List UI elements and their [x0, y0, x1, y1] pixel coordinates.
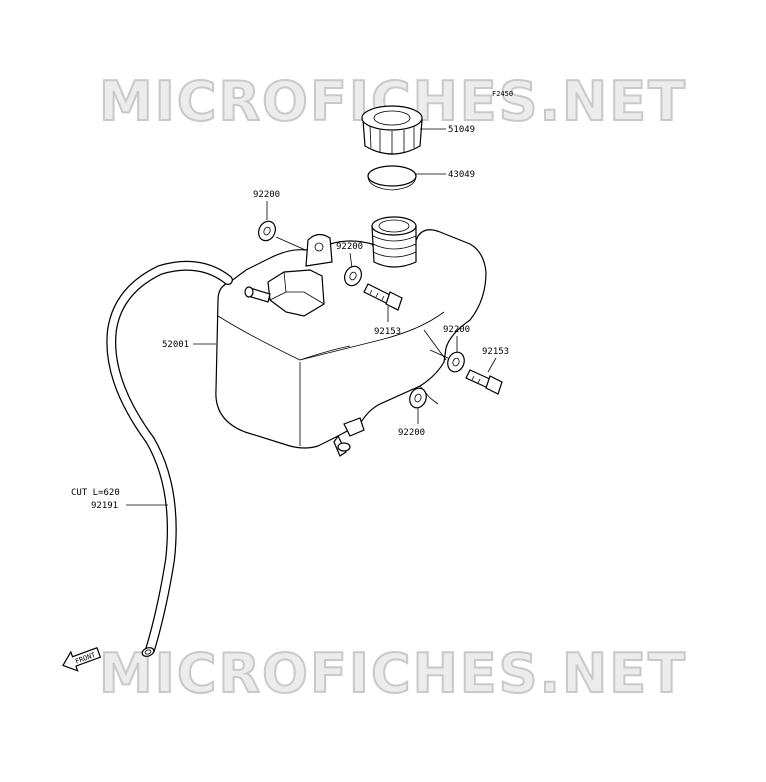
callout-washer-top: 92200	[253, 190, 280, 200]
callout-cap: 51049	[448, 125, 475, 135]
callout-washer-mid: 92200	[336, 242, 363, 252]
front-arrow-icon: FRONT	[62, 647, 102, 672]
callout-gasket: 43049	[448, 170, 475, 180]
fuel-tank[interactable]	[215, 216, 487, 457]
callout-hose: 92191	[91, 501, 118, 511]
washer-bottom[interactable]	[407, 386, 429, 410]
leader-washer-mid	[349, 252, 353, 269]
callout-washer-right: 92200	[443, 325, 470, 335]
fuel-cap[interactable]	[361, 105, 423, 155]
fuel-hose[interactable]	[106, 260, 233, 658]
callout-bolt-right: 92153	[482, 347, 509, 357]
washer-top[interactable]	[256, 219, 279, 244]
callout-washer-bottom: 92200	[398, 428, 425, 438]
watermark-bottom: MICROFICHES.NET MICROFICHES.NET	[98, 641, 687, 706]
washer-right[interactable]	[445, 350, 467, 374]
callout-tank: 52001	[162, 340, 189, 350]
leader-washer-right-to-tank	[429, 349, 449, 359]
washer-mid[interactable]	[342, 264, 365, 289]
svg-text:MICROFICHES.NET: MICROFICHES.NET	[99, 642, 687, 705]
svg-text:MICROFICHES.NET: MICROFICHES.NET	[99, 642, 687, 705]
front-label: FRONT	[74, 651, 97, 666]
callout-bolt-mid: 92153	[374, 327, 401, 337]
figure-code: F2450	[492, 90, 513, 98]
cap-gasket[interactable]	[367, 165, 417, 191]
bolt-right[interactable]	[465, 369, 503, 395]
leader-bolt-right	[487, 357, 497, 373]
watermark-top: MICROFICHES.NET MICROFICHES.NET	[98, 69, 686, 134]
callout-hose-cut: CUT L=620	[71, 488, 120, 498]
bolt-mid[interactable]	[363, 283, 403, 311]
